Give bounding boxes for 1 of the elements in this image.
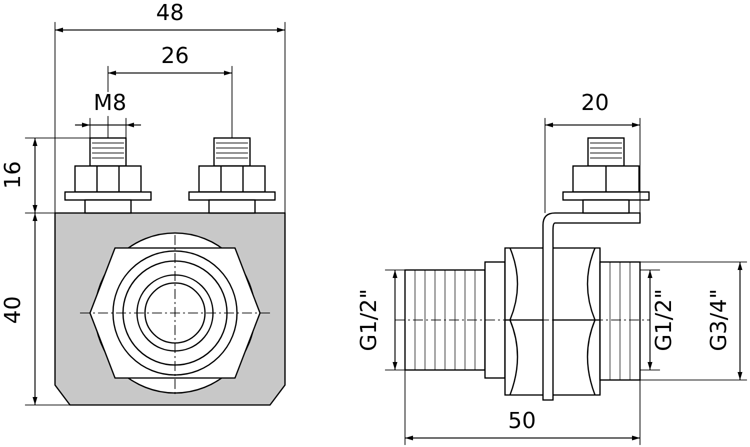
dimension-label: M8 bbox=[94, 92, 126, 116]
